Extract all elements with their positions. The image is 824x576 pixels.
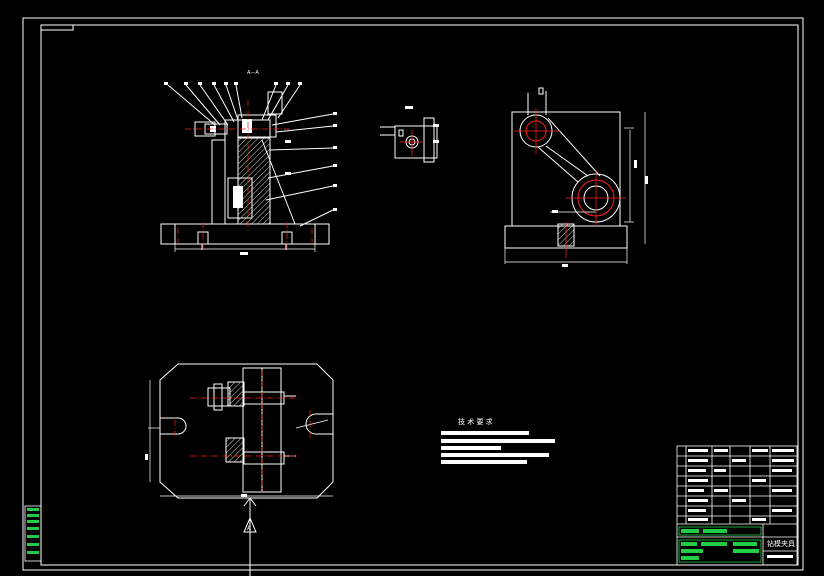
req-line-1	[441, 431, 529, 435]
inner-frame	[40, 24, 799, 566]
tech-requirements: 技 术 要 求	[441, 417, 555, 464]
req-line-2	[441, 439, 555, 443]
title-block-name: 钻模夹具	[767, 539, 795, 548]
top-center-lines	[174, 370, 311, 492]
req-line-4	[441, 453, 549, 457]
view-arrow-label: A	[247, 525, 252, 532]
tech-requirements-title: 技 术 要 求	[458, 417, 493, 426]
part-center-lines	[400, 130, 424, 156]
corner-tag	[40, 24, 74, 31]
part-detail-view	[380, 106, 439, 163]
front-section-view: A—A	[160, 70, 337, 255]
front-center-lines	[177, 100, 313, 250]
section-label: A—A	[247, 70, 259, 76]
view-arrow	[243, 497, 257, 576]
outer-frame	[22, 17, 804, 571]
top-view	[145, 363, 334, 499]
req-line-5	[441, 460, 527, 464]
req-line-3	[441, 446, 501, 450]
side-strip	[24, 505, 42, 562]
title-block	[676, 445, 798, 566]
side-center-lines	[514, 108, 626, 258]
side-view	[504, 87, 648, 267]
